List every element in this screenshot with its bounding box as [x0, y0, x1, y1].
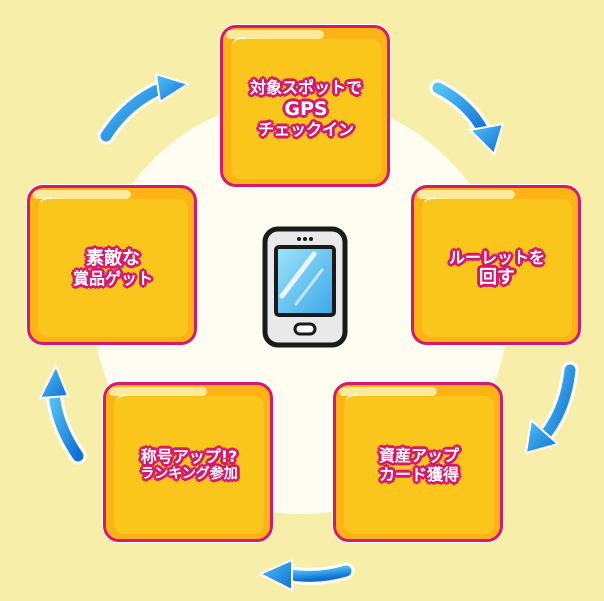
step-label-line: 資産アップ	[378, 445, 459, 465]
step-card-title-ranking: 称号アップ!? ランキング参加	[103, 382, 273, 542]
step-card-asset-card: 資産アップ カード獲得	[333, 382, 503, 542]
step-label-line: ルーレットを	[448, 247, 545, 267]
smartphone-icon	[262, 226, 348, 348]
step-label-line: 素敵な	[86, 247, 140, 269]
step-card-checkin: 対象スポットで GPS チェックイン	[220, 25, 390, 187]
step-label-line: ランキング参加	[140, 466, 238, 483]
step-label-line: 対象スポットで	[249, 78, 362, 98]
step-label-line: GPS	[284, 97, 328, 120]
arrow-prize-to-checkin	[97, 72, 191, 145]
step-label-line: カード獲得	[378, 465, 459, 484]
arrow-title-to-prize	[38, 363, 87, 465]
arrow-checkin-to-roulette	[429, 79, 505, 156]
arrow-card-to-title	[257, 558, 355, 592]
step-card-prize: 素敵な 賞品ゲット	[27, 185, 197, 345]
arrow-roulette-to-card	[524, 361, 579, 455]
step-label-line: 賞品ゲット	[72, 269, 153, 289]
step-label-line: チェックイン	[257, 120, 354, 140]
step-label-line: 称号アップ!?	[140, 447, 238, 466]
step-card-roulette: ルーレットを 回す	[411, 185, 581, 345]
step-label-line: 回す	[479, 266, 515, 288]
